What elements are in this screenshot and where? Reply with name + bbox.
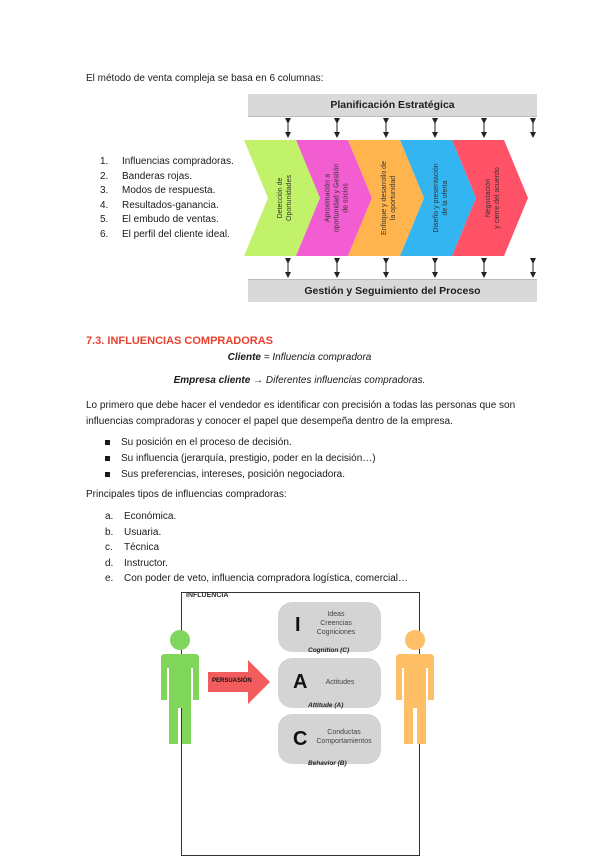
persuasion-arrow-icon	[208, 660, 270, 704]
list-number: 6.	[100, 228, 109, 240]
list-item: Su influencia (jerarquía, prestigio, pod…	[105, 451, 376, 467]
intro-paragraph: Lo primero que debe hacer el vendedor es…	[86, 400, 516, 427]
list-text: Banderas rojas.	[122, 170, 193, 182]
list-letter: c.	[105, 542, 113, 554]
list-item: 3. Modos de respuesta.	[100, 184, 242, 199]
stage-line: Ideas	[327, 611, 345, 618]
list-text: Modos de respuesta.	[122, 185, 216, 197]
columns-list: 1. Influencias compradoras. 2. Banderas ro…	[100, 155, 242, 243]
list-number: 2.	[100, 170, 109, 182]
bullet-text: Su posición en el proceso de decisión.	[121, 437, 292, 448]
stage-line: Cogniciones	[316, 629, 356, 636]
def-term: Empresa cliente	[173, 375, 251, 386]
list-letter: a.	[105, 511, 114, 522]
stage-behavior-caption: Behavior (B)	[308, 760, 347, 767]
list-item: 6. El perfil del cliente ideal.	[100, 228, 242, 243]
stage-attitude-pill	[278, 658, 381, 708]
list-number: 4.	[100, 199, 109, 211]
list-item: 4. Resultados-ganancia.	[100, 199, 242, 214]
bullet-square-icon	[105, 440, 110, 445]
chevron-stage	[296, 140, 372, 256]
stage-cognition-text: Ideas Creencias Cogniciones	[308, 610, 364, 637]
list-item: 1. Influencias compradoras.	[100, 155, 242, 170]
persuasion-label: PERSUASIÓN	[212, 678, 252, 684]
list-text: Usuaria.	[124, 526, 162, 538]
list-number: 5.	[100, 214, 109, 226]
stage-letter-c: C	[293, 728, 308, 750]
list-text: Económica.	[124, 511, 177, 522]
bottom-bar-gestion: Gestión y Seguimiento del Proceso	[248, 279, 537, 302]
stage-cognition-pill	[278, 602, 381, 652]
list-item: Sus preferencias, intereses, posición ne…	[105, 467, 376, 483]
list-item: d. Instructor.	[105, 556, 408, 572]
list-text: Técnica	[124, 542, 160, 554]
chevron-stage	[244, 140, 320, 256]
stage-attitude-text: Actitudes	[312, 678, 368, 687]
stage-line: Comportamientos	[316, 738, 372, 745]
chevron-stage	[400, 140, 476, 256]
bullet-list: Su posición en el proceso de decisión. S…	[105, 435, 376, 483]
def-rest: → Diferentes influencias compradoras.	[250, 375, 426, 386]
list-text: Influencias compradoras.	[122, 156, 234, 167]
list-item: b. Usuaria.	[105, 525, 408, 541]
types-list: a. Económica. b. Usuaria. c. Técnica d. Inst…	[105, 509, 408, 587]
def-term: Cliente	[227, 352, 261, 363]
list-text: Resultados-ganancia.	[122, 199, 219, 211]
stage-line: Creencias	[320, 620, 352, 627]
section-heading: 7.3. INFLUENCIAS COMPRADORAS	[86, 335, 274, 347]
list-number: 3.	[100, 185, 109, 197]
stage-attitude-caption: Attitude (A)	[308, 702, 344, 709]
list-text: El perfil del cliente ideal.	[122, 228, 230, 240]
list-item: 2. Banderas rojas.	[100, 170, 242, 185]
list-text: El embudo de ventas.	[122, 214, 219, 226]
stage-line: Actitudes	[325, 679, 355, 686]
chevron-stage	[348, 140, 424, 256]
bottom-bar-label: Gestión y Seguimiento del Proceso	[304, 285, 481, 297]
right-person-icon	[396, 630, 434, 744]
def-rest: = Influencia compradora	[261, 352, 372, 363]
influence-label: INFLUENCIA	[186, 592, 229, 599]
definition-cliente: Cliente = Influencia compradora	[0, 352, 599, 363]
bullet-square-icon	[105, 456, 110, 461]
chevron-stage	[452, 140, 528, 256]
list-item: e. Con poder de veto, influencia comprado…	[105, 571, 408, 587]
top-bar-planificacion: Planificación Estratégica	[248, 94, 537, 117]
bullet-text: Sus preferencias, intereses, posición ne…	[121, 469, 346, 480]
bullet-square-icon	[105, 472, 110, 477]
stage-letter-a: A	[293, 671, 308, 693]
bullet-text: Su influencia (jerarquía, prestigio, pod…	[121, 453, 376, 464]
vertical-arrows	[285, 118, 536, 278]
list-item: a. Económica.	[105, 509, 408, 525]
definition-empresa: Empresa cliente → Diferentes influencias…	[0, 375, 599, 386]
list-item: c. Técnica	[105, 540, 408, 556]
list-item: 5. El embudo de ventas.	[100, 213, 242, 228]
stage-behavior-pill	[278, 714, 381, 764]
list-letter: e.	[105, 573, 114, 585]
top-bar-label: Planificación Estratégica	[330, 99, 455, 111]
stage-line: Conductas	[327, 729, 361, 736]
list-text: Con poder de veto, influencia compradora…	[124, 573, 409, 585]
list-text: Instructor.	[124, 557, 168, 569]
list-letter: b.	[105, 526, 114, 538]
left-person-icon	[161, 630, 199, 744]
stage-cognition-caption: Cognition (C)	[308, 647, 350, 654]
stage-behavior-text: Conductas Comportamientos	[308, 728, 380, 746]
list-number: 1.	[100, 156, 109, 167]
list-letter: d.	[105, 557, 114, 569]
types-heading: Principales tipos de influencias comprad…	[86, 489, 287, 500]
stage-letter-i: I	[295, 614, 301, 636]
list-item: Su posición en el proceso de decisión.	[105, 435, 376, 451]
intro-text: El método de venta compleja se basa en 6…	[86, 73, 324, 84]
